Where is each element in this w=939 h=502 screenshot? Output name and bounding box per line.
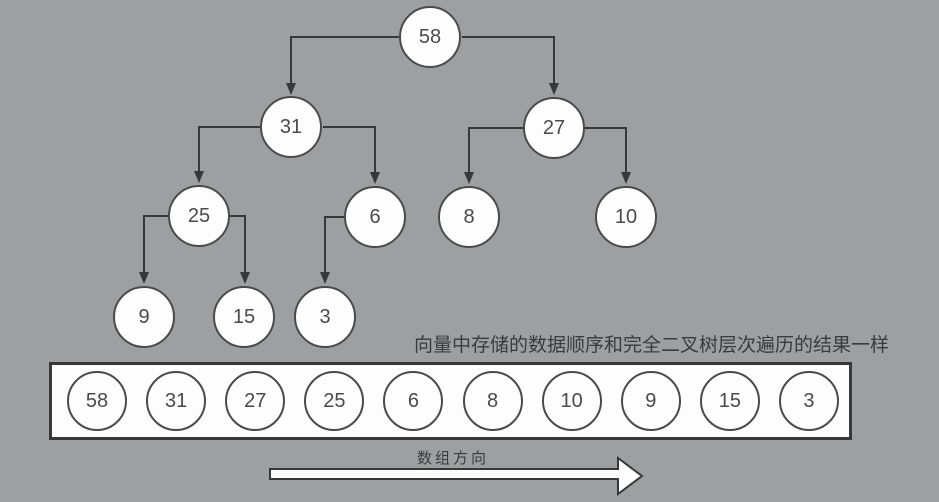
tree-node-27: 27 xyxy=(523,97,585,159)
array-item-8: 15 xyxy=(699,371,760,431)
tree-node-9: 9 xyxy=(113,286,175,348)
tree-edge-58-27 xyxy=(462,36,559,95)
array-item-2: 27 xyxy=(225,371,286,431)
tree-node-6: 6 xyxy=(344,186,406,248)
tree-edge-31-25 xyxy=(194,126,260,183)
array-item-3: 25 xyxy=(304,371,365,431)
array-container: 58 31 27 25 6 8 10 9 15 3 xyxy=(49,362,852,440)
array-item-6: 10 xyxy=(541,371,602,431)
tree-edge-27-8 xyxy=(464,127,523,184)
tree-edge-25-9 xyxy=(139,215,168,284)
array-direction-label: 数组方向 xyxy=(417,450,490,467)
tree-edge-58-31 xyxy=(286,36,399,95)
array-item-1: 31 xyxy=(146,371,207,431)
tree-edge-31-6 xyxy=(323,126,380,184)
tree-edge-6-3 xyxy=(320,216,344,284)
tree-edges-svg xyxy=(139,36,631,284)
tree-node-58: 58 xyxy=(399,6,461,68)
tree-node-15: 15 xyxy=(213,286,275,348)
array-item-0: 58 xyxy=(67,371,127,431)
tree-node-3: 3 xyxy=(294,286,356,348)
tree-node-8: 8 xyxy=(438,186,500,248)
array-item-4: 6 xyxy=(383,371,444,431)
array-item-9: 3 xyxy=(778,371,839,431)
array-item-7: 9 xyxy=(620,371,681,431)
tree-edge-25-15 xyxy=(230,215,250,284)
array-item-5: 8 xyxy=(462,371,523,431)
array-direction-arrow-icon xyxy=(269,456,644,496)
tree-node-31: 31 xyxy=(260,96,322,158)
tree-edge-27-10 xyxy=(585,127,631,184)
tree-node-10: 10 xyxy=(595,186,657,248)
note-caption: 向量中存储的数据顺序和完全二叉树层次遍历的结果一样 xyxy=(414,335,890,356)
tree-node-25: 25 xyxy=(168,185,230,247)
